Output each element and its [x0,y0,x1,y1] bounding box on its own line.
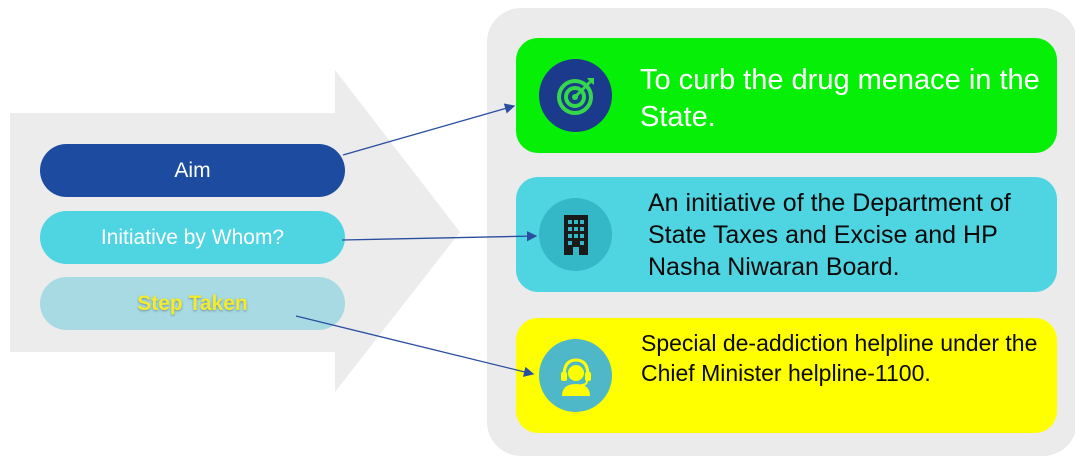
step-taken-detail: Special de-addiction helpline under the … [641,330,1038,386]
initiative-label-text: Initiative by Whom? [100,225,285,249]
aim-label: Aim [40,144,345,197]
step-taken-label: Step Taken [40,277,345,330]
step-taken-label-text: Step Taken [137,291,248,315]
initiative-card: An initiative of the Department of State… [516,177,1057,292]
aim-card: To curb the drug menace in the State. [516,38,1057,153]
helpline-agent-icon [539,339,612,412]
step-taken-card: Special de-addiction helpline under the … [516,318,1057,433]
target-icon [539,59,612,132]
aim-detail: To curb the drug menace in the State. [640,64,1040,133]
initiative-detail: An initiative of the Department of State… [648,189,1011,281]
aim-label-text: Aim [174,158,211,182]
initiative-label: Initiative by Whom? [40,211,345,264]
building-icon [539,198,612,271]
